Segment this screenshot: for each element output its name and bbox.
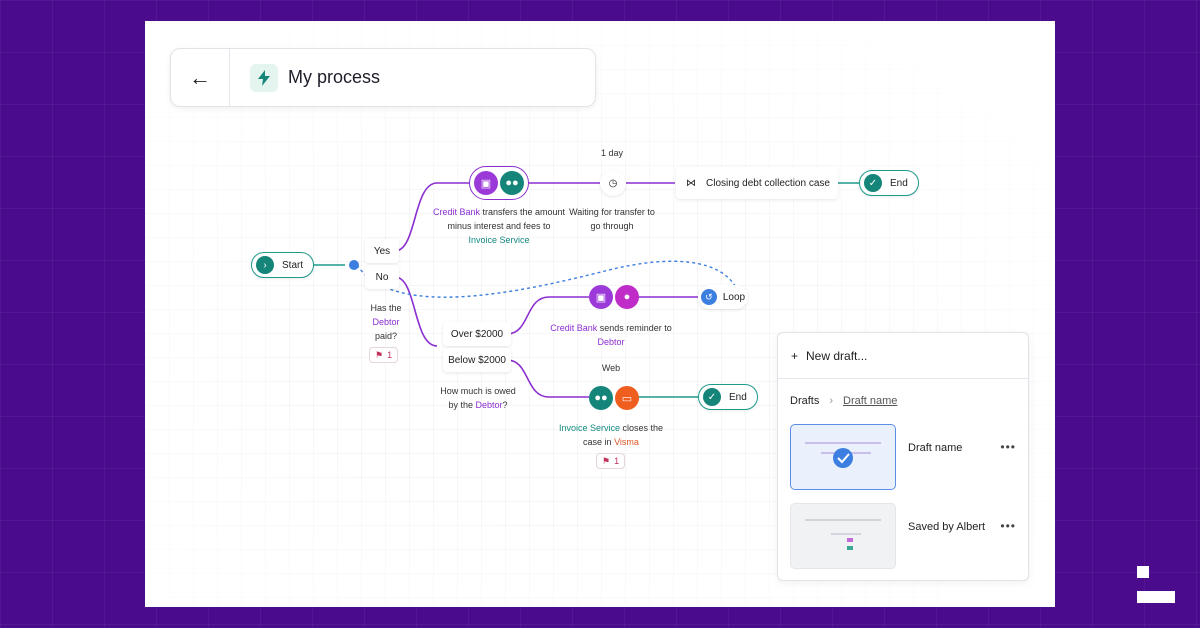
wait-label: Waiting for transfer to go through: [569, 207, 655, 231]
monitor-icon: ▭: [615, 386, 639, 410]
comment-flag[interactable]: ⚑1: [369, 347, 399, 363]
process-canvas: ← My process › Start Yes No Has the Debt…: [145, 21, 1055, 607]
brand-logo-bar: [1137, 591, 1175, 603]
plus-icon: +: [791, 348, 799, 363]
no-option[interactable]: No: [365, 265, 399, 289]
bank-icon: ▣: [474, 171, 498, 195]
loop-icon: ↺: [700, 289, 717, 305]
back-button[interactable]: ←: [171, 49, 230, 106]
people-icon: ●●: [500, 171, 524, 195]
more-options-icon[interactable]: •••: [1000, 440, 1016, 454]
draft-name[interactable]: Draft name: [908, 442, 963, 454]
amount-question: How much is owed by the Debtor?: [440, 386, 516, 410]
thumbnail-preview: [805, 442, 881, 468]
reminder-step-node[interactable]: ▣ ●: [585, 280, 643, 314]
draft-name[interactable]: Saved by Albert: [908, 521, 986, 533]
flag-icon: ⚑: [602, 455, 611, 466]
bank-icon: ▣: [589, 285, 613, 309]
drafts-panel: + New draft... Drafts › Draft name Draft…: [777, 332, 1029, 581]
breadcrumb: Drafts › Draft name: [790, 395, 897, 407]
page-title: My process: [288, 67, 381, 87]
arrow-left-icon: ←: [189, 64, 211, 90]
breadcrumb-root[interactable]: Drafts: [790, 395, 820, 407]
draft-thumbnail-selected[interactable]: [790, 424, 896, 490]
below-2000-option[interactable]: Below $2000: [443, 348, 511, 372]
end-node-bottom[interactable]: ✓ End: [698, 384, 758, 410]
thumbnail-preview: [805, 519, 881, 550]
flow-connectors: [307, 182, 859, 398]
brand-logo-mark: [1137, 566, 1149, 578]
closing-step[interactable]: ⋈ Closing debt collection case: [676, 167, 838, 199]
more-options-icon[interactable]: •••: [1000, 519, 1016, 533]
wait-duration: 1 day: [600, 148, 624, 158]
close-case-label: Invoice Service closes the case in Visma: [558, 423, 664, 447]
end-node-top[interactable]: ✓ End: [859, 170, 919, 196]
transfer-step-node[interactable]: ▣ ●●: [469, 166, 529, 200]
process-header: ← My process: [170, 48, 596, 107]
people-icon: ●●: [589, 386, 613, 410]
clock-icon[interactable]: ◷: [600, 170, 626, 196]
draft-thumbnail[interactable]: [790, 503, 896, 569]
flag-icon: ⚑: [375, 349, 384, 360]
yes-option[interactable]: Yes: [365, 239, 399, 263]
loop-node[interactable]: ↺ Loop: [698, 285, 748, 309]
close-case-step-node[interactable]: ●● ▭: [585, 381, 643, 415]
transfer-step-label: Credit Bank transfers the amount minus i…: [432, 207, 566, 245]
new-draft-button[interactable]: + New draft...: [778, 333, 1028, 379]
start-node[interactable]: › Start: [251, 252, 315, 278]
over-2000-option[interactable]: Over $2000: [443, 322, 511, 346]
chevron-right-icon: ›: [829, 395, 834, 407]
person-icon: ●: [615, 285, 639, 309]
share-icon: ⋈: [686, 177, 696, 189]
channel-label: Web: [601, 363, 621, 373]
reminder-label: Credit Bank sends reminder to Debtor: [550, 323, 672, 347]
chevron-right-icon: ›: [256, 256, 274, 274]
breadcrumb-current[interactable]: Draft name: [843, 395, 898, 407]
comment-flag[interactable]: ⚑1: [596, 453, 626, 469]
check-icon: ✓: [703, 388, 721, 406]
start-label: Start: [282, 259, 304, 271]
check-icon: ✓: [864, 174, 882, 192]
debtor-paid-question: Has the Debtor paid?: [370, 303, 402, 341]
lightning-icon: [250, 64, 278, 92]
